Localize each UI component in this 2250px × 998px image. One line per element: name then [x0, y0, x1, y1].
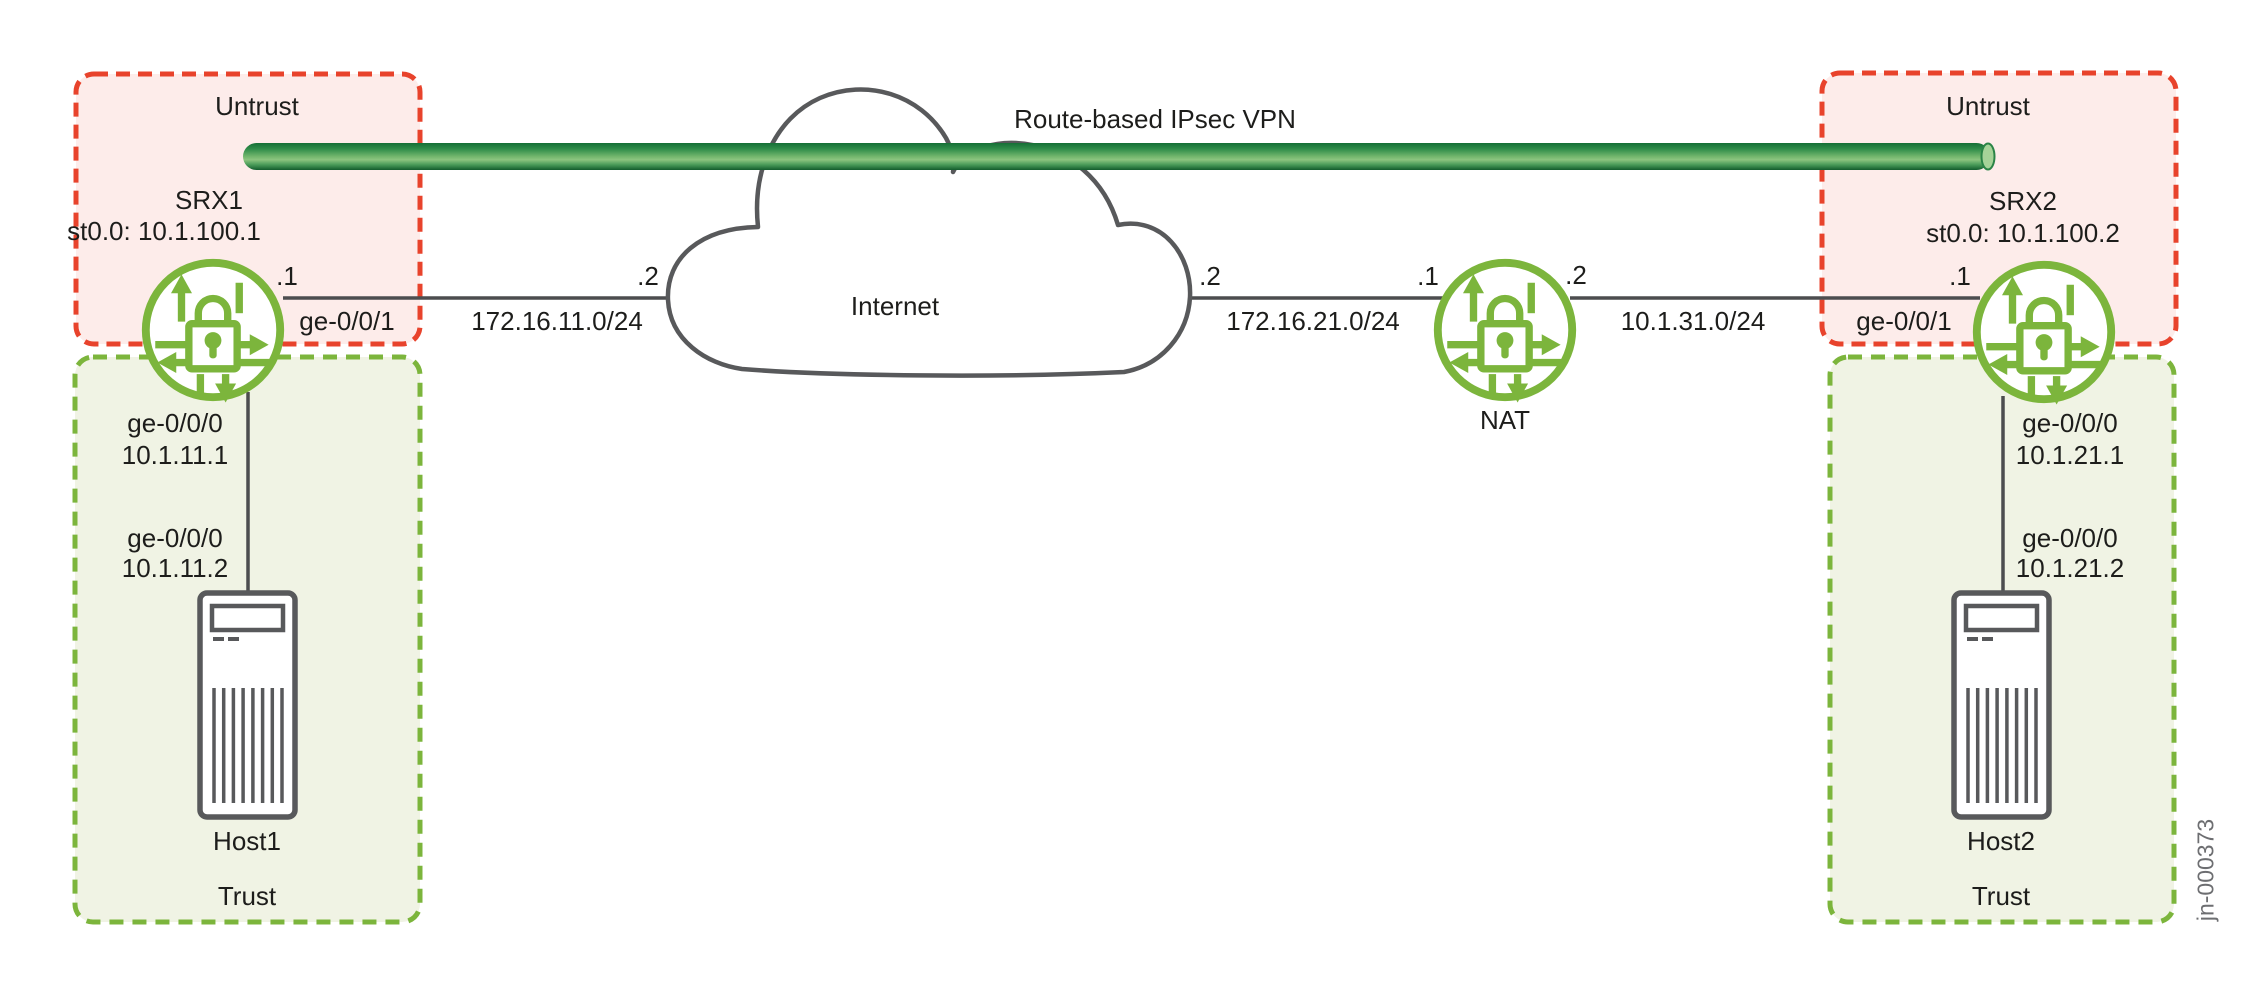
srx2-tunnel-ip-label: st0.0: 10.1.100.2 — [1926, 218, 2120, 249]
ipsec-vpn-tunnel-tube — [243, 143, 1990, 170]
host1-name-label: Host1 — [213, 826, 281, 857]
nat-device-icon — [1438, 263, 1572, 403]
cloud-right-addr-label: .2 — [1199, 261, 1221, 292]
srx1-name-label: SRX1 — [175, 185, 243, 216]
host1-iface-label: ge-0/0/0 — [127, 523, 223, 554]
trust-zone-left-label: Trust — [217, 881, 277, 912]
nat-name-label: NAT — [1479, 405, 1531, 436]
host2-iface-label: ge-0/0/0 — [2022, 523, 2118, 554]
vpn-tunnel-end-cap — [1980, 142, 1996, 171]
subnet-srx1-internet-label: 172.16.11.0/24 — [471, 306, 643, 337]
nat-right-addr-label: .2 — [1565, 260, 1587, 291]
subnet-internet-nat-label: 172.16.21.0/24 — [1226, 306, 1400, 337]
untrust-zone-left-label: Untrust — [215, 91, 299, 122]
srx2-wan-iface-label: ge-0/0/1 — [1856, 306, 1952, 337]
cloud-left-addr-label: .2 — [637, 261, 659, 292]
trust-zone-right-label: Trust — [1971, 881, 2031, 912]
srx2-name-label: SRX2 — [1989, 186, 2057, 217]
host2-ip-label: 10.1.21.2 — [2015, 553, 2125, 584]
untrust-zone-right-label: Untrust — [1946, 91, 2030, 122]
srx1-firewall-icon — [146, 263, 280, 403]
srx1-wan-iface-label: ge-0/0/1 — [299, 306, 395, 337]
figure-id-label: jn-000373 — [2192, 818, 2219, 922]
host1-server-icon — [200, 593, 295, 817]
vpn-title-label: Route-based IPsec VPN — [1014, 104, 1296, 135]
host2-server-icon — [1954, 593, 2049, 817]
srx1-lan-ip-label: 10.1.11.1 — [121, 440, 229, 471]
srx2-firewall-icon — [1977, 265, 2111, 405]
srx2-wan-addr-label: .1 — [1949, 261, 1971, 292]
nat-left-addr-label: .1 — [1417, 261, 1439, 292]
srx1-lan-iface-label: ge-0/0/0 — [127, 408, 223, 439]
srx1-tunnel-ip-label: st0.0: 10.1.100.1 — [67, 216, 261, 247]
host1-ip-label: 10.1.11.2 — [121, 553, 229, 584]
subnet-nat-srx2-label: 10.1.31.0/24 — [1620, 306, 1766, 337]
srx2-lan-iface-label: ge-0/0/0 — [2022, 408, 2118, 439]
host2-name-label: Host2 — [1967, 826, 2035, 857]
internet-cloud-label: Internet — [850, 291, 940, 322]
srx1-wan-addr-label: .1 — [276, 261, 298, 292]
srx2-lan-ip-label: 10.1.21.1 — [2015, 440, 2125, 471]
